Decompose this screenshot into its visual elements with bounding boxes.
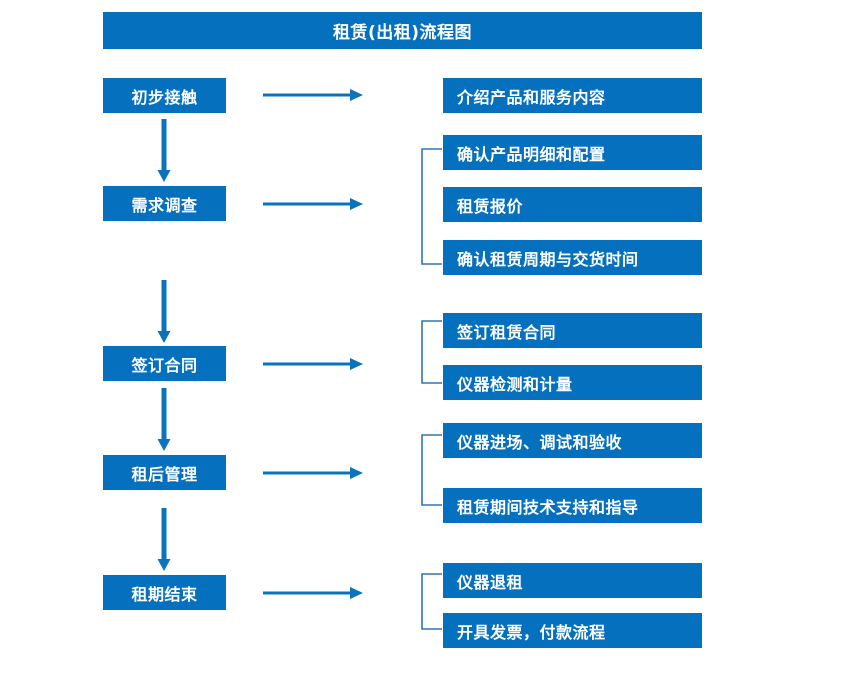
group-bracket-sign-contract (421, 320, 443, 384)
stage-box-rental-end[interactable]: 租期结束 (103, 575, 226, 610)
stage-box-initial-contact[interactable]: 初步接触 (103, 78, 226, 113)
vertical-arrow-icon-4 (157, 508, 171, 572)
horizontal-arrow-icon-2 (263, 197, 363, 211)
vertical-arrow-icon-3 (157, 388, 171, 452)
detail-box-instrument-entry-commissioning-acceptance[interactable]: 仪器进场、调试和验收 (443, 423, 702, 458)
detail-box-introduce-products-services[interactable]: 介绍产品和服务内容 (443, 78, 702, 113)
group-bracket-rental-end (421, 573, 443, 630)
vertical-arrow-icon-1 (157, 119, 171, 183)
group-bracket-post-rental-management (421, 434, 443, 506)
group-bracket-needs-survey (421, 148, 443, 265)
horizontal-arrow-icon-3 (263, 357, 363, 371)
stage-box-post-rental-management[interactable]: 租后管理 (103, 455, 226, 490)
detail-box-sign-rental-contract[interactable]: 签订租赁合同 (443, 313, 702, 348)
detail-box-invoice-payment-process[interactable]: 开具发票，付款流程 (443, 613, 702, 648)
detail-box-instrument-inspection-metering[interactable]: 仪器检测和计量 (443, 365, 702, 400)
detail-box-instrument-return[interactable]: 仪器退租 (443, 563, 702, 598)
detail-box-confirm-product-details-config[interactable]: 确认产品明细和配置 (443, 135, 702, 170)
vertical-arrow-icon-2 (157, 280, 171, 344)
horizontal-arrow-icon-4 (263, 466, 363, 480)
diagram-title: 租赁(出租)流程图 (103, 12, 702, 49)
detail-box-rental-quotation[interactable]: 租赁报价 (443, 187, 702, 222)
detail-box-confirm-rental-period-delivery[interactable]: 确认租赁周期与交货时间 (443, 240, 702, 275)
horizontal-arrow-icon-1 (263, 88, 363, 102)
detail-box-technical-support-guidance[interactable]: 租赁期间技术支持和指导 (443, 488, 702, 523)
horizontal-arrow-icon-5 (263, 586, 363, 600)
stage-box-sign-contract[interactable]: 签订合同 (103, 346, 226, 381)
stage-box-needs-survey[interactable]: 需求调查 (103, 186, 226, 221)
